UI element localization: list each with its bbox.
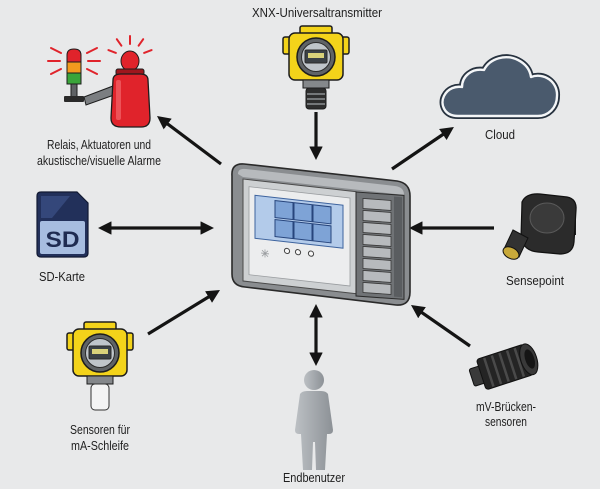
screen-tile [293,202,313,223]
screen-tile [274,200,294,221]
light-ray [86,47,98,54]
controller-terminal-side [355,191,405,300]
beacon-ray [143,49,153,54]
cloud-icon [439,54,560,119]
terminal-block [362,270,392,283]
ma-sensor-probe [90,383,110,411]
controller-button [283,247,291,255]
terminal-block [362,234,392,247]
arrow-ma-sensors-to-controller [147,289,220,336]
terminal-block [362,258,392,271]
stack-light-amber-segment [66,61,82,74]
beacon-dome [120,50,140,72]
transmitter-collar [86,375,114,385]
label-ma-sensors-line-2: mA-Schleife [71,439,129,453]
mv-sensor-rib [505,350,518,380]
mv-sensor-rib [490,355,503,385]
sensepoint-sensor-icon [502,193,577,260]
stack-light-icon [47,47,101,102]
stack-light-base [64,96,84,102]
controller-front [242,178,357,295]
ma-transmitter-head [66,321,134,385]
sd-card-icon: SD [36,191,89,258]
person-icon [295,370,333,470]
label-xnx-transmitter: XNX-Universaltransmitter [252,6,382,20]
person-body [295,391,333,470]
stack-light-red-segment [66,48,82,63]
label-ma-sensors-line-1: Sensoren für [70,423,130,437]
label-end-user: Endbenutzer [283,471,345,485]
ma-loop-transmitter-icon [66,321,134,411]
connection-arrows [98,112,494,366]
transmitter-display-readout [92,349,108,354]
sd-card-highlight [41,196,70,218]
label-mv-sensors-line-1: mV-Brücken- [476,400,536,414]
mv-sensor-rib [498,352,510,382]
mv-sensor-rib [513,347,526,378]
xnx-transmitter-icon [282,25,350,110]
label-mv-sensors-line-2: sensoren [485,415,527,429]
label-sd-card: SD-Karte [39,270,85,284]
beacon-ray [107,49,117,54]
sd-card-label [40,221,85,254]
terminal-block [362,198,392,211]
arrow-controller-to-cloud [391,126,454,171]
controller-side-rail [394,196,402,298]
beacon-ray [137,38,145,47]
screen-tile [293,221,313,242]
light-ray [50,47,62,54]
sd-card-logo-text: SD [46,227,80,252]
mv-sensor-opening [524,349,536,369]
labels: XNX-Universaltransmitter Relais, Aktuato… [37,6,564,485]
terminal-block [362,210,392,223]
terminal-block [362,222,392,235]
person-head [304,370,324,390]
stack-light-green-segment [66,72,82,85]
screen-tile [312,204,332,225]
arrow-controller-to-alarms [157,115,222,166]
stack-light-pole [70,83,78,98]
controller-top-bevel [238,168,404,195]
alarm-devices-icon [47,35,153,128]
transmitter-collar [302,79,330,89]
beacon-bracket [83,85,115,106]
label-cloud: Cloud [485,128,515,142]
controller-button [294,249,302,256]
controller-button [307,250,315,257]
label-sensepoint: Sensepoint [506,274,564,288]
mv-bridge-sensor-icon [468,343,539,390]
arrow-mv-sensors-to-controller [410,305,471,348]
light-ray [50,68,62,75]
screen-tile [312,223,332,244]
label-alarms-line-1: Relais, Aktuatoren und [47,138,151,152]
beacon-highlight [116,80,121,120]
terminal-block [362,282,392,295]
cloud-shape [441,56,559,118]
light-ray [86,68,98,75]
sensepoint-nozzle-cap [502,246,520,260]
mv-sensor-rib [483,357,495,387]
label-alarms-line-2: akustische/visuelle Alarme [37,154,161,168]
beacon-sounder-icon [83,35,153,128]
screen-tile [274,219,294,240]
sensepoint-face [529,202,565,234]
terminal-block [362,246,392,259]
beacon-ray [115,38,123,47]
transmitter-display-readout [308,53,324,58]
controller-device-icon [231,163,411,306]
controller-logo-mark [261,249,269,258]
